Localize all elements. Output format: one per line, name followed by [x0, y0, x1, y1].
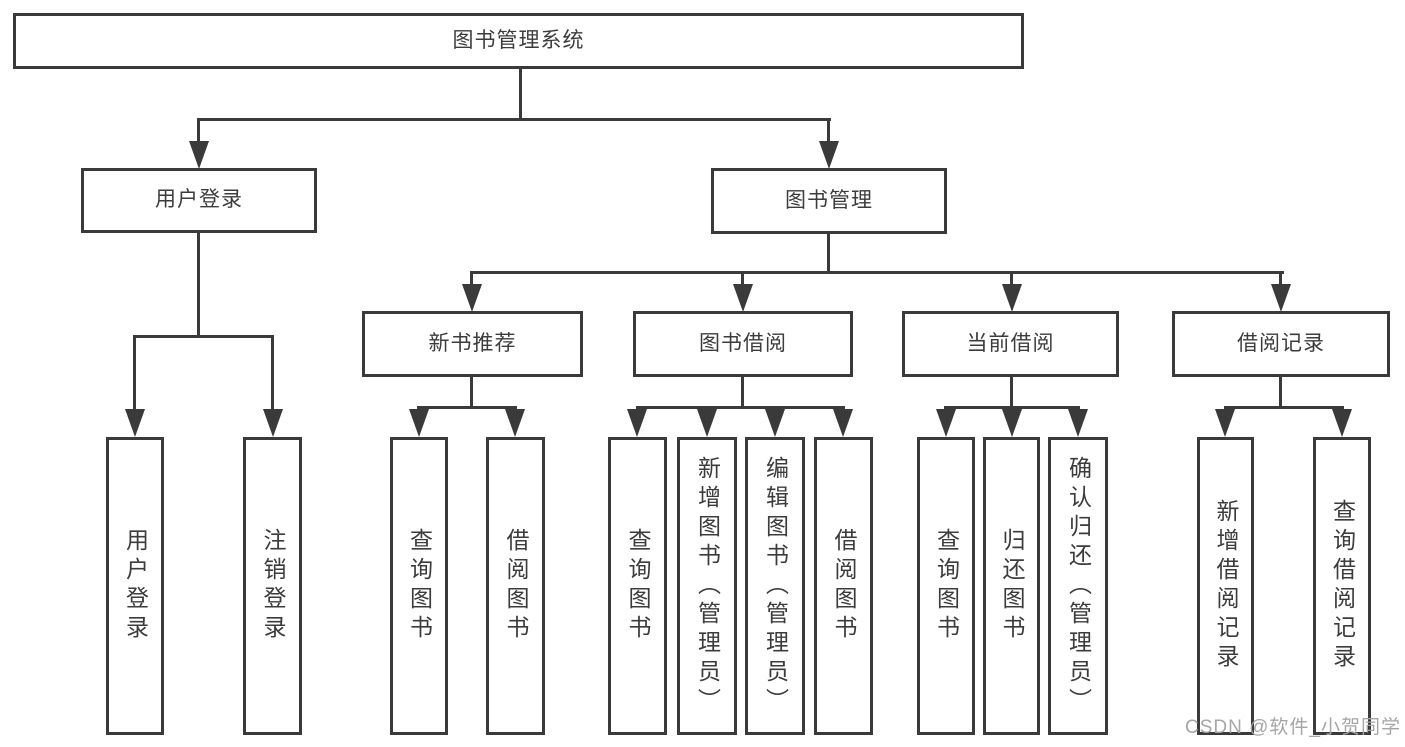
node-new-book-recommend: 新书推荐: [362, 311, 583, 377]
arrow-down-icon: [936, 409, 956, 437]
leaf-edit-book-admin: 编辑图书（管理员）: [745, 437, 805, 735]
arrow-down-icon: [733, 284, 753, 312]
arrow-down-icon: [462, 284, 482, 312]
arrow-down-icon: [1215, 409, 1235, 437]
connector-line: [197, 233, 200, 335]
connector-line: [197, 118, 831, 121]
leaf-borrow-books: 借阅图书: [814, 437, 873, 735]
connector-line: [417, 406, 517, 409]
arrow-down-icon: [125, 409, 145, 437]
arrow-down-icon: [505, 409, 525, 437]
connector-line: [197, 118, 200, 146]
leaf-query-borrow-record: 查询借阅记录: [1313, 437, 1371, 735]
connector-line: [1279, 375, 1282, 408]
arrow-down-icon: [1332, 409, 1352, 437]
arrow-down-icon: [765, 409, 785, 437]
connector-line: [470, 375, 473, 408]
leaf-user-login: 用户登录: [106, 437, 164, 735]
connector-line: [519, 69, 522, 121]
connector-line: [471, 271, 1284, 274]
arrow-down-icon: [1271, 284, 1291, 312]
connector-line: [1224, 406, 1344, 409]
leaf-add-book-admin: 新增图书（管理员）: [677, 437, 737, 735]
arrow-down-icon: [1002, 409, 1022, 437]
connector-line: [271, 335, 274, 412]
node-current-borrow: 当前借阅: [902, 311, 1119, 377]
arrow-down-icon: [1002, 284, 1022, 312]
connector-line: [741, 271, 744, 287]
leaf-return-book: 归还图书: [983, 437, 1040, 735]
leaf-confirm-return-admin: 确认归还（管理员）: [1048, 437, 1108, 735]
node-borrow-records: 借阅记录: [1172, 311, 1390, 377]
node-book-borrow: 图书借阅: [633, 311, 853, 377]
leaf-query-books-borrow: 查询图书: [608, 437, 667, 735]
connector-line: [741, 375, 744, 408]
arrow-down-icon: [189, 141, 209, 169]
arrow-down-icon: [833, 409, 853, 437]
arrow-down-icon: [409, 409, 429, 437]
connector-line: [133, 335, 274, 338]
arrow-down-icon: [627, 409, 647, 437]
csdn-watermark: CSDN @软件_小贺同学: [1185, 717, 1401, 738]
leaf-query-books-current: 查询图书: [917, 437, 975, 735]
node-user-login: 用户登录: [81, 168, 317, 233]
connector-line: [636, 406, 845, 409]
leaf-logout: 注销登录: [243, 437, 302, 735]
arrow-down-icon: [819, 141, 839, 169]
arrow-down-icon: [1068, 409, 1088, 437]
connector-line: [827, 118, 830, 146]
node-library-system: 图书管理系统: [13, 13, 1024, 69]
connector-line: [827, 234, 830, 274]
connector-line: [1010, 375, 1013, 408]
connector-line: [1010, 271, 1013, 287]
leaf-query-books-recommend: 查询图书: [390, 437, 448, 735]
arrow-down-icon: [263, 409, 283, 437]
node-book-management: 图书管理: [711, 168, 947, 234]
connector-line: [1279, 271, 1282, 287]
connector-line: [470, 271, 473, 287]
connector-line: [944, 406, 1080, 409]
connector-line: [133, 335, 136, 412]
leaf-add-borrow-record: 新增借阅记录: [1197, 437, 1254, 735]
arrow-down-icon: [697, 409, 717, 437]
leaf-borrow-books-recommend: 借阅图书: [486, 437, 545, 735]
